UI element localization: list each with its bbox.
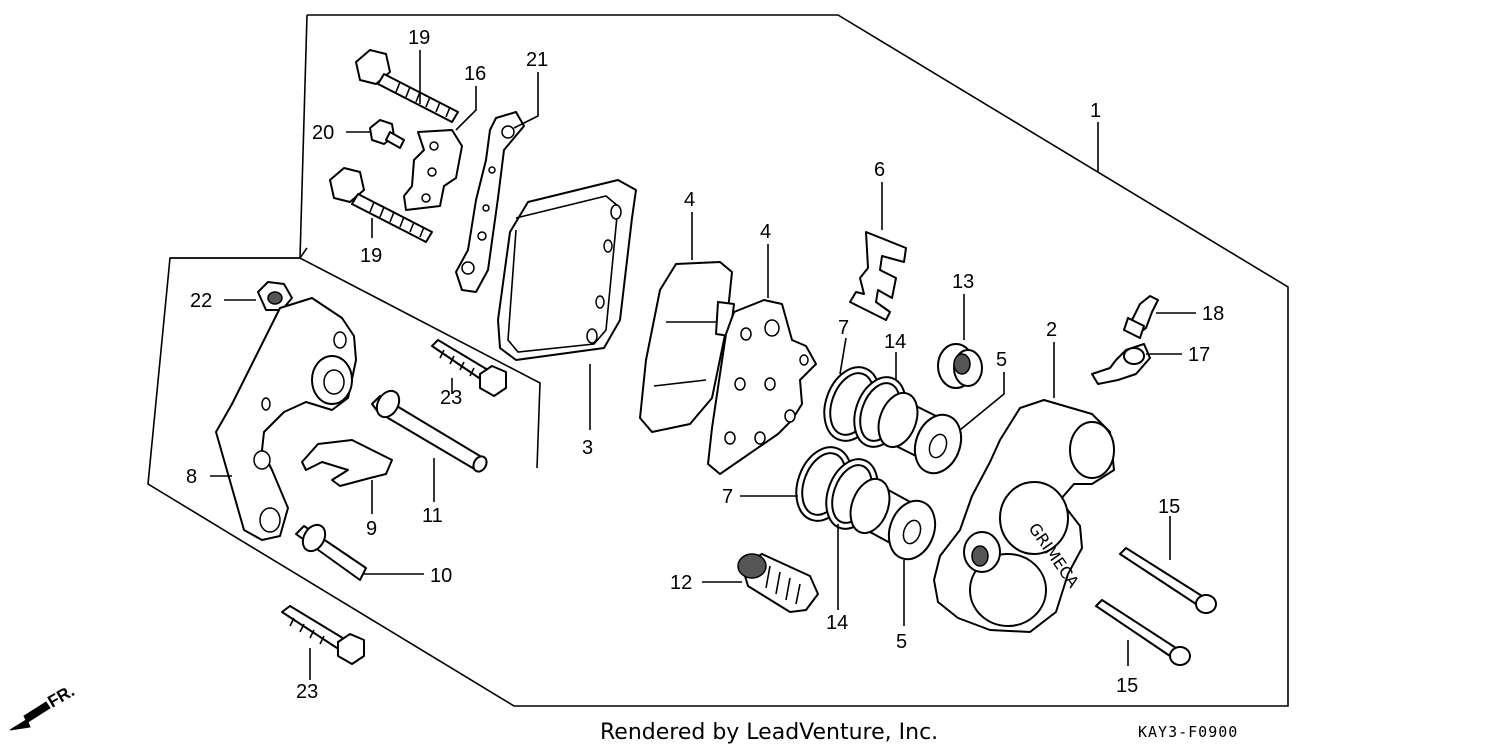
pin-10[interactable] xyxy=(295,521,367,581)
plug-12[interactable] xyxy=(737,553,819,613)
callout-14b: 14 xyxy=(826,612,848,634)
piston-5-lower[interactable] xyxy=(844,474,943,566)
bleeder-18[interactable] xyxy=(1123,295,1159,339)
callout-9: 9 xyxy=(366,518,377,540)
callout-17: 17 xyxy=(1188,344,1210,366)
callout-4b: 4 xyxy=(760,221,771,243)
pin-11[interactable] xyxy=(371,387,489,474)
callout-23a: 23 xyxy=(440,387,462,409)
nut-22[interactable] xyxy=(257,281,293,311)
bolt-20[interactable] xyxy=(369,119,405,149)
callout-15b: 15 xyxy=(1116,675,1138,697)
callout-7b: 7 xyxy=(722,486,733,508)
bracket-21[interactable] xyxy=(455,111,525,293)
callout-18: 18 xyxy=(1202,303,1224,325)
callout-numbers: 1 2 3 4 4 5 5 6 7 7 8 9 10 11 12 13 14 1… xyxy=(186,27,1224,703)
callout-6: 6 xyxy=(874,159,885,181)
bolt-23-upper[interactable] xyxy=(431,339,507,397)
callout-13: 13 xyxy=(952,271,974,293)
bracket-8[interactable] xyxy=(215,297,357,541)
callout-10: 10 xyxy=(430,565,452,587)
callout-19b: 19 xyxy=(360,245,382,267)
front-direction-arrow: FR. xyxy=(9,681,78,731)
piston-5-upper[interactable] xyxy=(872,388,969,480)
callout-16: 16 xyxy=(464,63,486,85)
clip-9[interactable] xyxy=(301,439,393,487)
callout-12: 12 xyxy=(670,572,692,594)
bolt-23-lower[interactable] xyxy=(281,605,365,665)
boot-13[interactable] xyxy=(937,343,983,389)
callout-19a: 19 xyxy=(408,27,430,49)
callout-11: 11 xyxy=(422,505,443,527)
callout-22: 22 xyxy=(190,290,212,312)
callout-8: 8 xyxy=(186,466,197,488)
brake-pad-4-inner[interactable] xyxy=(707,299,817,475)
callout-15a: 15 xyxy=(1158,496,1180,518)
cap-17[interactable] xyxy=(1091,343,1151,385)
assembly-outline xyxy=(147,14,1289,707)
bolt-19-upper[interactable] xyxy=(355,49,459,123)
plate-16[interactable] xyxy=(403,129,463,211)
callout-7a: 7 xyxy=(838,317,849,339)
callout-3: 3 xyxy=(582,437,593,459)
leader-lines xyxy=(210,50,1196,680)
callout-5a: 5 xyxy=(996,349,1007,371)
callout-14a: 14 xyxy=(884,331,906,353)
shim-3[interactable] xyxy=(497,179,637,361)
credit-text: Rendered by LeadVenture, Inc. xyxy=(600,720,938,745)
pin-15-upper[interactable] xyxy=(1119,547,1217,614)
spring-clip-6[interactable] xyxy=(849,231,907,321)
callout-1: 1 xyxy=(1090,100,1101,122)
bolt-19-lower[interactable] xyxy=(329,167,433,243)
diagram-code: KAY3-F0900 xyxy=(1138,723,1238,741)
callout-5b: 5 xyxy=(896,631,907,653)
callout-2: 2 xyxy=(1046,319,1057,341)
pin-15-lower[interactable] xyxy=(1095,599,1191,666)
caliper-body-2[interactable]: GRIMECA xyxy=(933,399,1115,633)
callout-23b: 23 xyxy=(296,681,318,703)
callout-21: 21 xyxy=(526,49,548,71)
callout-4a: 4 xyxy=(684,189,695,211)
callout-20: 20 xyxy=(312,122,334,144)
